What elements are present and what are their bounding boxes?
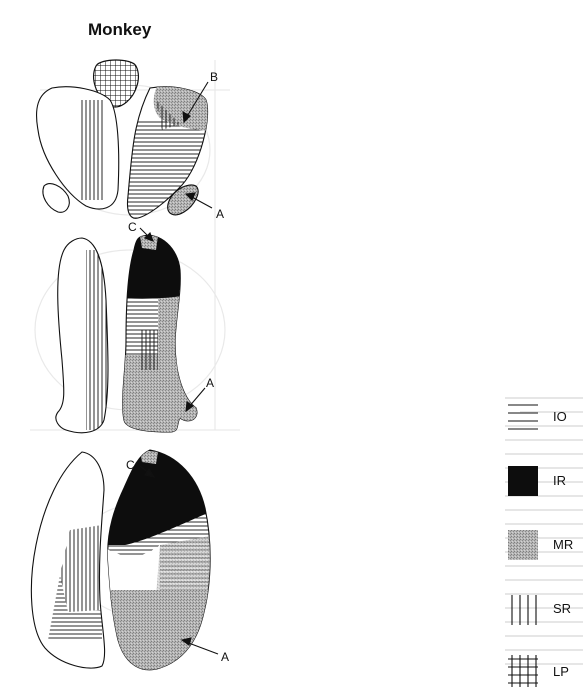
legend-label-io: IO: [553, 409, 567, 424]
annotation-label-c-1: C: [128, 220, 137, 234]
legend-swatch-lp: [508, 655, 538, 687]
legend-swatch-io: [508, 405, 538, 429]
legend-label-ir: IR: [553, 473, 566, 488]
annotation-label-b: B: [210, 70, 218, 84]
legend-label-mr: MR: [553, 537, 573, 552]
legend-label-lp: LP: [553, 664, 569, 679]
annotation-label-c-2: C: [126, 458, 135, 472]
figure-title: Monkey: [88, 20, 151, 40]
section3-right-fill: [100, 440, 220, 680]
legend-swatch-sr: [512, 595, 536, 625]
legend-label-sr: SR: [553, 601, 571, 616]
annotation-label-a-3: A: [221, 650, 229, 664]
legend-swatch-ir: [508, 466, 538, 496]
section2-right-fill: [120, 230, 210, 445]
legend-swatch-mr: [508, 530, 538, 560]
annotation-label-a-2: A: [206, 376, 214, 390]
section1-left-sr-region: [80, 100, 104, 200]
annotation-label-a-1: A: [216, 207, 224, 221]
section2-left-sr-region: [86, 250, 108, 430]
